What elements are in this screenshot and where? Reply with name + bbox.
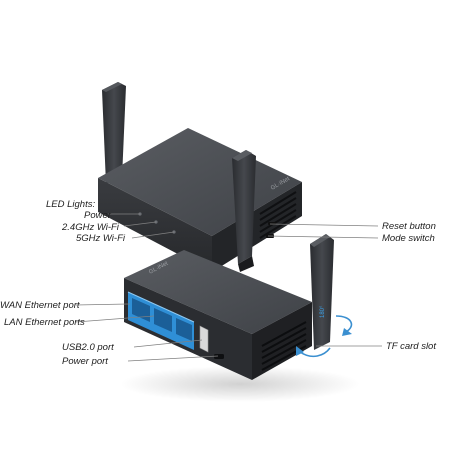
leader-lines <box>75 213 382 362</box>
upper-router-vents <box>259 191 297 239</box>
rotation-arrowheads <box>296 328 352 356</box>
power-port-label: Power port <box>62 356 108 367</box>
lower-antenna <box>310 234 334 350</box>
upper-right-antenna <box>232 150 256 272</box>
tf-slot-label: TF card slot <box>386 341 436 352</box>
upper-router-side <box>212 182 302 272</box>
power-port <box>214 354 224 359</box>
ethernet-ports <box>127 291 195 350</box>
reset-button-label: Reset button <box>382 221 436 232</box>
wifi-24-led-label: 2.4GHz Wi-Fi <box>62 222 119 233</box>
power-led-label: Power <box>84 210 111 221</box>
mode-switch-label: Mode switch <box>382 233 435 244</box>
usb-port-label: USB2.0 port <box>62 342 114 353</box>
lower-router-top <box>124 250 312 334</box>
upper-left-antenna <box>102 82 126 184</box>
usb-port <box>199 325 209 353</box>
wan-port-label: WAN Ethernet port <box>0 300 80 311</box>
upper-router-front <box>98 178 212 272</box>
antenna-rotation-mark: 180° <box>320 305 326 318</box>
lan-ports-label: LAN Ethernet ports <box>4 317 85 328</box>
wifi-5-led-label: 5GHz Wi-Fi <box>76 233 125 244</box>
rotation-arrows <box>299 315 353 358</box>
led-lights-label: LED Lights: <box>46 199 96 210</box>
